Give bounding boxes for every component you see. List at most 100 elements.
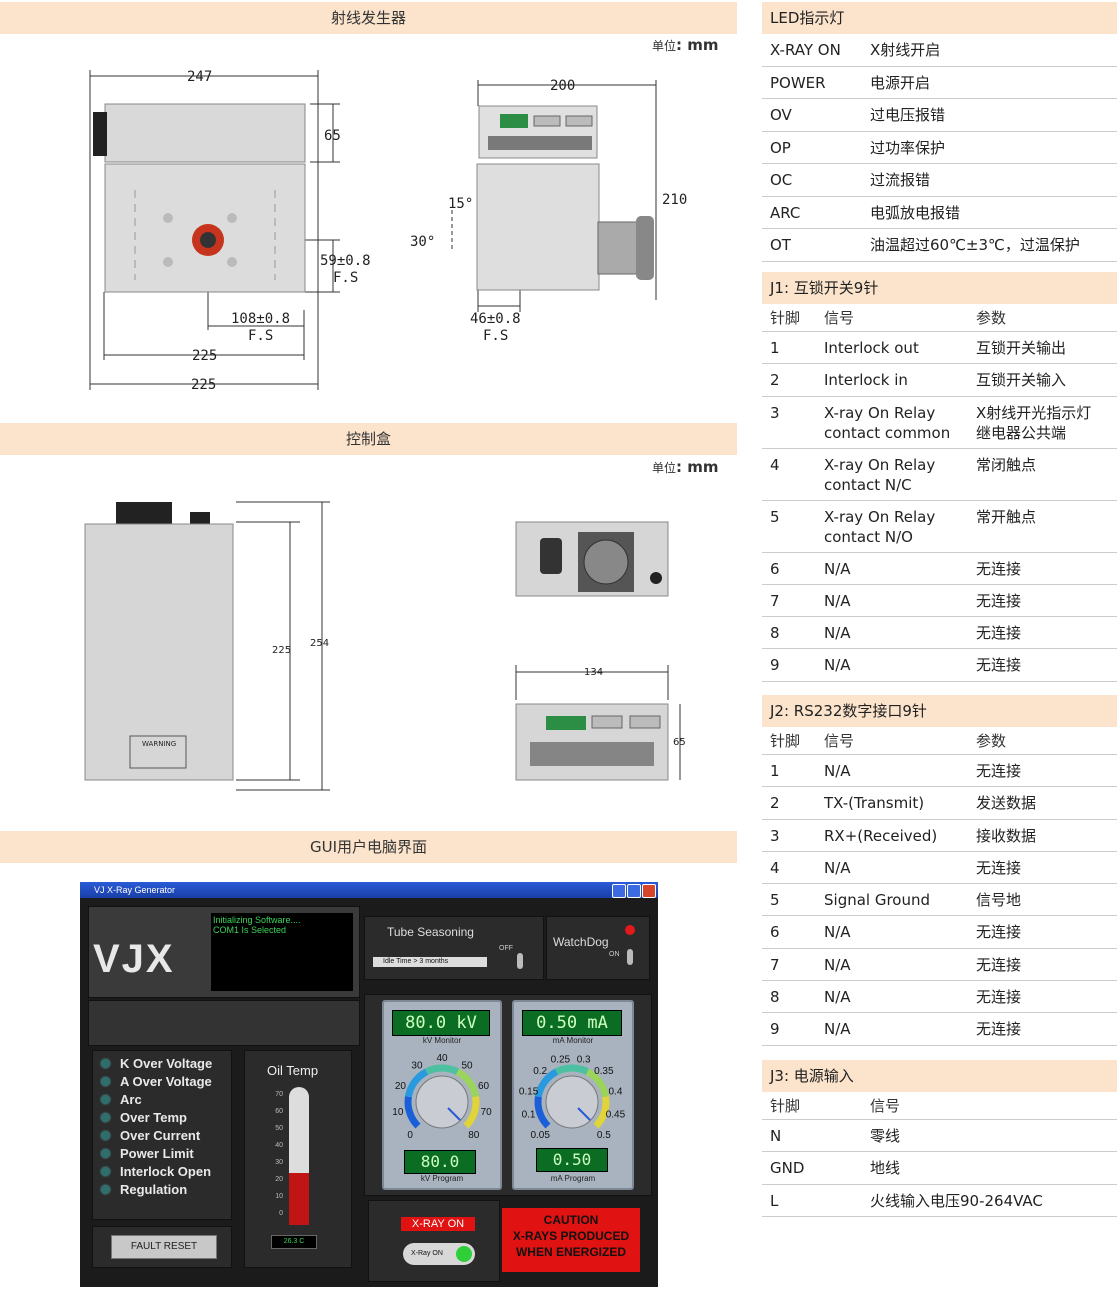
table-cell: N/A xyxy=(824,655,976,675)
knob-scale-band xyxy=(554,1064,590,1075)
kv-program-display[interactable]: 80.0 xyxy=(404,1150,476,1174)
ma-monitor-label: mA Monitor xyxy=(552,1036,594,1045)
ma-program-display[interactable]: 0.50 xyxy=(536,1148,608,1172)
led-desc: 过功率保护 xyxy=(870,138,946,157)
blank-panel xyxy=(88,1000,360,1046)
table-cell: 接收数据 xyxy=(976,826,1116,846)
caution-line-3: WHEN ENERGIZED xyxy=(515,1245,626,1259)
knob-scale-label: 50 xyxy=(461,1061,473,1072)
oil-tick-label: 70 xyxy=(275,1091,283,1098)
ma-program-label: mA Program xyxy=(550,1174,596,1183)
knob-scale-band xyxy=(404,1096,421,1129)
j3-table-title: J3: 电源输入 xyxy=(762,1060,1117,1092)
column-header: 参数 xyxy=(976,732,1007,750)
cell-pin: 6 xyxy=(770,559,780,578)
unit-label-2: 单位: mm xyxy=(652,458,719,476)
column-header: 信号 xyxy=(824,309,855,327)
knob-scale-band xyxy=(534,1068,559,1098)
kv-program-label: kV Program xyxy=(420,1174,464,1183)
fault-reset-panel: FAULT RESET xyxy=(92,1226,232,1268)
minimize-button[interactable] xyxy=(612,884,626,898)
oil-tick-label: 50 xyxy=(275,1125,283,1132)
cell-sig: N/A xyxy=(824,624,851,643)
fault-indicator: Power Limit xyxy=(101,1145,194,1163)
status-line-1: Initializing Software.... xyxy=(213,915,301,925)
dim-200: 200 xyxy=(550,78,575,94)
cell-sig: X-ray On Relay xyxy=(824,507,936,526)
table-cell: 5 xyxy=(770,890,824,910)
cell-param: 无连接 xyxy=(976,656,1022,675)
table-row: OC 过流报错 xyxy=(762,164,1117,197)
knob-scale-label: 0.4 xyxy=(609,1086,623,1097)
table-cell: N/A xyxy=(824,987,976,1007)
cell-sig-line2: contact N/O xyxy=(824,527,913,546)
table-cell: 4 xyxy=(770,858,824,878)
status-led-icon xyxy=(101,1113,110,1122)
seasoning-toggle[interactable] xyxy=(517,953,523,969)
table-cell: 1 xyxy=(770,338,824,358)
led-desc: 电弧放电报错 xyxy=(870,203,961,222)
oil-tick-label: 20 xyxy=(275,1176,283,1183)
table-cell: N/A xyxy=(824,858,976,878)
close-button[interactable] xyxy=(642,884,656,898)
knob-pointer xyxy=(577,1107,591,1121)
knob-body[interactable] xyxy=(545,1075,599,1129)
dim-30: 30° xyxy=(410,234,435,250)
cell-sig: TX-(Transmit) xyxy=(824,794,925,813)
fault-reset-button[interactable]: FAULT RESET xyxy=(111,1235,217,1259)
fault-label: Arc xyxy=(120,1092,142,1107)
dim-225a: 225 xyxy=(192,348,217,364)
table-cell: X射线开光指示灯继电器公共端 xyxy=(976,403,1116,443)
dim-59: 59±0.8 xyxy=(320,253,371,269)
watchdog-panel: WatchDog ON xyxy=(546,916,650,980)
table-header-row: 针脚信号参数 xyxy=(762,304,1117,332)
gui-window: VJ X-Ray Generator VJX Initializing Soft… xyxy=(80,882,658,1287)
thermometer-fill xyxy=(289,1172,309,1225)
idle-time-field[interactable]: Idle Time > 3 months xyxy=(373,957,487,967)
knob-scale-label: 80 xyxy=(468,1130,480,1141)
cell-param: 互锁开关输入 xyxy=(976,371,1067,390)
cell-pin: 5 xyxy=(770,507,780,526)
knob-scale-label: 0.15 xyxy=(519,1086,539,1097)
status-led-icon xyxy=(101,1059,110,1068)
led-desc: 电源开启 xyxy=(870,73,931,92)
oil-temp-label: Oil Temp xyxy=(267,1063,319,1078)
status-line-2: COM1 Is Selected xyxy=(213,925,287,935)
dim-fs2: F.S xyxy=(248,328,273,344)
xray-on-button[interactable]: X-Ray ON xyxy=(403,1243,475,1265)
column-header: 针脚 xyxy=(770,1097,801,1115)
cell-sig: N/A xyxy=(824,559,851,578)
knob-scale-band xyxy=(585,1068,610,1098)
table-cell: Signal Ground xyxy=(824,890,976,910)
maximize-button[interactable] xyxy=(627,884,641,898)
cell-sig: X-ray On Relay xyxy=(824,403,936,422)
led-desc: 过流报错 xyxy=(870,171,931,189)
led-desc: X射线开启 xyxy=(870,41,941,59)
knob-body[interactable] xyxy=(415,1075,469,1129)
xray-on-indicator: X-RAY ON xyxy=(401,1217,475,1231)
fault-label: Interlock Open xyxy=(120,1164,212,1179)
watchdog-toggle[interactable] xyxy=(627,949,633,965)
cell-sig: Signal Ground xyxy=(824,891,931,910)
fault-indicator: Over Current xyxy=(101,1127,200,1145)
status-led-icon xyxy=(101,1095,110,1104)
table-cell: N xyxy=(770,1126,870,1146)
cell-param-line2: 继电器公共端 xyxy=(976,423,1067,442)
led-name: OC xyxy=(770,171,793,189)
knob-scale-band xyxy=(455,1068,480,1098)
off-label: OFF xyxy=(499,945,513,952)
